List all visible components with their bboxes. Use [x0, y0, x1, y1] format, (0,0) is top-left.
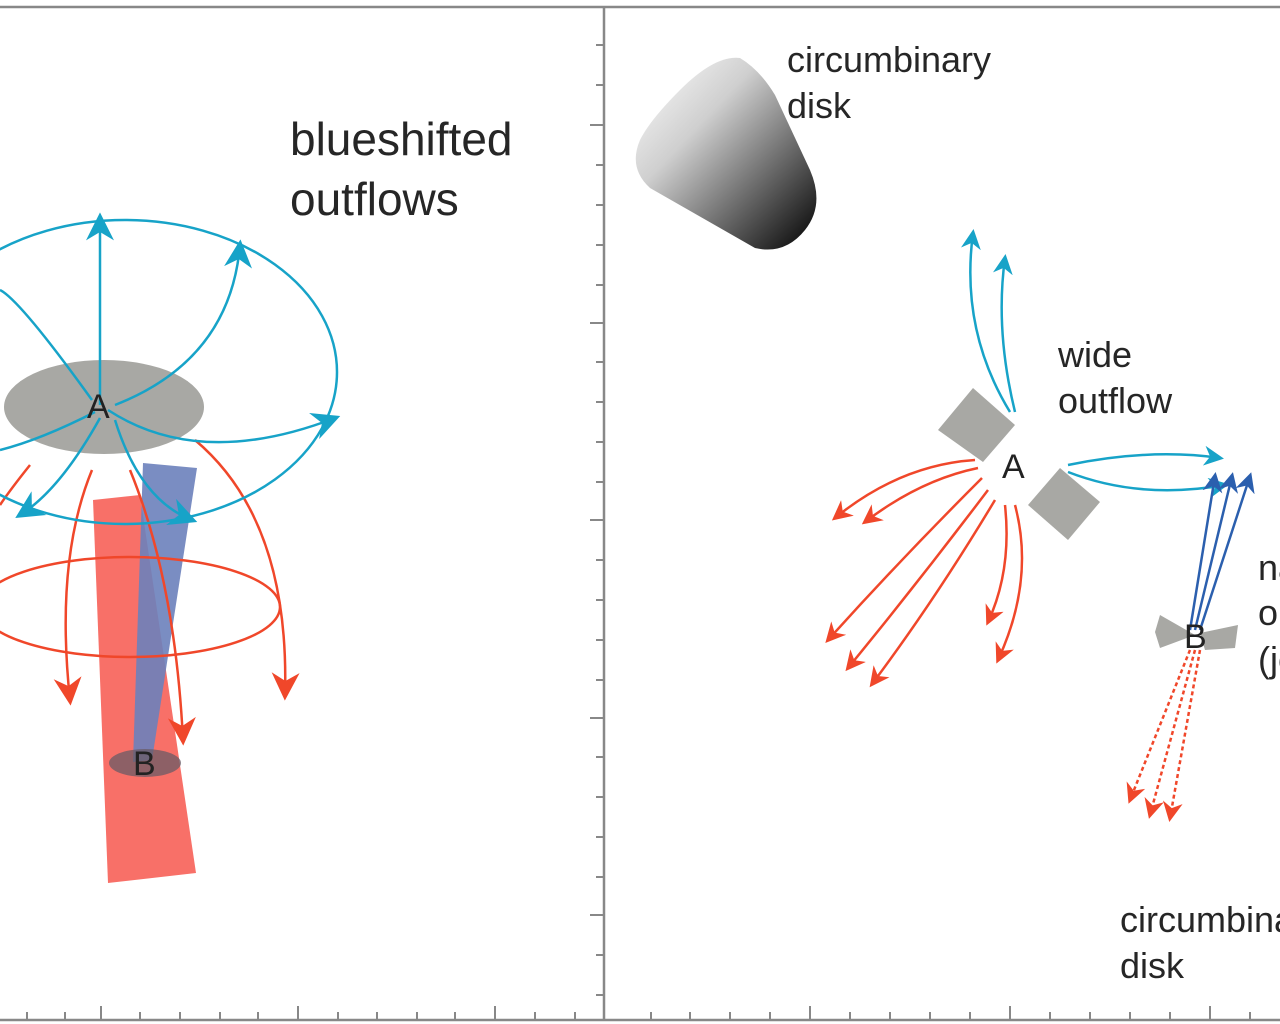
narrow-outflow-line2: outflow — [1258, 592, 1280, 633]
circumbinary-top-line1: circumbinary — [787, 39, 991, 80]
wide-outflow-line2: outflow — [1058, 380, 1173, 421]
disk-b-bowtie-right — [1200, 625, 1238, 650]
red-outflow-arrows — [0, 439, 300, 746]
narrow-outflow-line3: (jet) — [1258, 639, 1280, 680]
disk-b — [109, 749, 181, 777]
blue-outflow-ellipse — [0, 218, 339, 526]
circumbinary-bottom-line1: circumbinary — [1120, 899, 1280, 940]
panel-frames — [0, 5, 1280, 1022]
title-line1: blueshifted — [290, 113, 513, 165]
circumbinary-disk-shape — [635, 57, 817, 250]
right-panel: circumbinary disk A wide outflow — [635, 39, 1280, 986]
right-source-b-label: B — [1184, 618, 1207, 656]
counter-jet-arrows — [1126, 649, 1202, 822]
left-panel: A B blueshifted outflows — [0, 113, 513, 883]
wide-outflow-line1: wide — [1057, 334, 1132, 375]
jet-arrows — [1188, 472, 1255, 631]
disk-b-bowtie — [1155, 615, 1195, 648]
circumbinary-bottom-line2: disk — [1120, 945, 1185, 986]
disk-a-upper — [938, 388, 1015, 462]
disk-a-lower — [1028, 468, 1100, 540]
red-fan-arrows — [825, 458, 1024, 688]
circumbinary-top-line2: disk — [787, 85, 852, 126]
source-b-label: B — [133, 745, 156, 783]
title-line2: outflows — [290, 173, 459, 225]
right-source-a-label: A — [1002, 448, 1025, 486]
blue-outflow-arrows — [0, 212, 341, 526]
blue-jet — [133, 463, 197, 762]
axis-ticks — [26, 44, 1251, 1020]
narrow-outflow-line1: narrow — [1258, 547, 1280, 588]
source-a-label: A — [87, 388, 110, 426]
